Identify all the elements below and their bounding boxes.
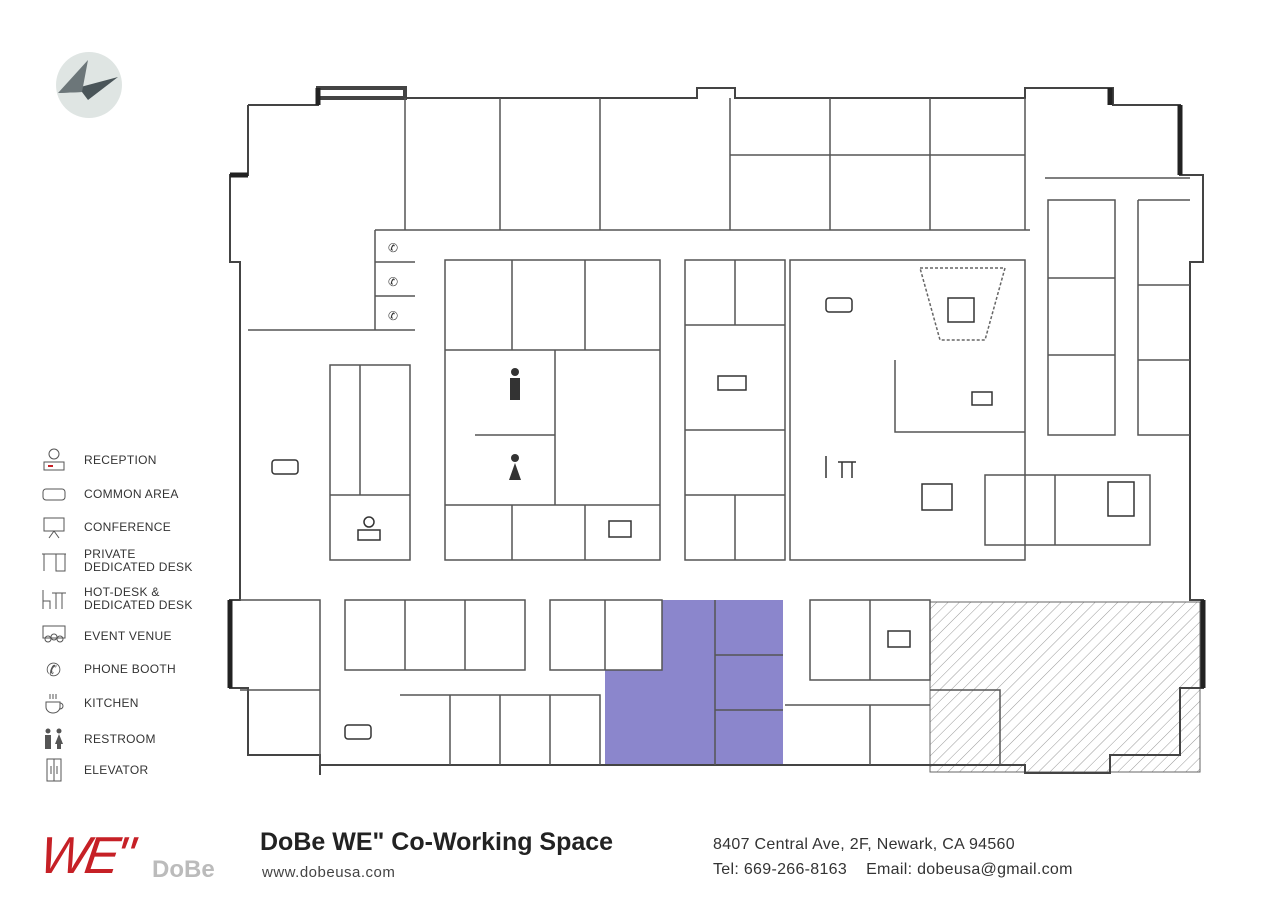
contact-info: Tel: 669-266-8163 Email: dobeusa@gmail.c…: [713, 861, 1073, 878]
legend-label: KITCHEN: [84, 695, 139, 710]
legend-label: PHONE BOOTH: [84, 661, 176, 676]
legend-label: PRIVATE DEDICATED DESK: [84, 547, 193, 574]
highlighted-office[interactable]: [605, 600, 783, 765]
restroom-icon: [45, 728, 63, 749]
dobe-we-logo: WE" DoBe: [36, 826, 240, 886]
common-area-icon: [271, 459, 299, 475]
restroom-icon: [509, 368, 521, 480]
website-link[interactable]: www.dobeusa.com: [262, 864, 396, 881]
legend-item-event-venue: EVENT VENUE: [40, 624, 172, 648]
private-desk-icon: [717, 375, 747, 391]
event-venue-icon: [42, 625, 66, 643]
floor-plan: ✆ ✆ ✆: [56, 52, 1206, 775]
legend-item-hot-desk: HOT-DESK & DEDICATED DESK: [40, 586, 193, 612]
legend-item-kitchen: KITCHEN: [40, 691, 139, 715]
elevator-icon: [46, 758, 62, 782]
conference-icon: [887, 630, 911, 648]
logo-dobe: DoBe: [152, 856, 215, 883]
common-area-icon: [42, 488, 66, 501]
legend-item-conference: CONFERENCE: [40, 515, 171, 539]
phone-icon: ✆: [46, 660, 61, 680]
svg-text:✆: ✆: [388, 241, 398, 255]
svg-text:✆: ✆: [388, 309, 398, 323]
phone-icon: ✆ ✆ ✆: [388, 241, 398, 323]
address: 8407 Central Ave, 2F, Newark, CA 94560: [713, 836, 1015, 853]
reception-icon: [357, 529, 381, 541]
event-venue-icon: [921, 297, 975, 511]
legend-item-elevator: ELEVATOR: [40, 758, 148, 782]
svg-text:✆: ✆: [388, 275, 398, 289]
legend-label: CONFERENCE: [84, 519, 172, 534]
hot-desk-icon: [42, 590, 66, 609]
logo-we: WE": [35, 827, 135, 885]
conference-icon: [608, 520, 632, 538]
kitchen-icon: [45, 694, 64, 714]
plan-icons: ✆ ✆ ✆: [271, 241, 1135, 740]
legend-item-reception: RECEPTION: [40, 448, 157, 472]
common-area-icon: [825, 297, 853, 313]
interior-walls: [240, 98, 1190, 765]
elevator-icon: [1107, 481, 1135, 517]
legend-item-common-area: COMMON AREA: [40, 482, 179, 506]
legend-label: ELEVATOR: [84, 762, 149, 777]
north-compass-icon: [56, 52, 122, 118]
unavailable-area: [929, 601, 1201, 773]
conference-icon: [43, 517, 65, 539]
kitchen-icon: [971, 391, 993, 406]
private-desk-icon: [42, 553, 66, 572]
outer-walls: [227, 86, 1206, 775]
hot-desk-icon: [825, 456, 856, 478]
legend-label: COMMON AREA: [84, 486, 179, 501]
legend-item-private-desk: PRIVATE DEDICATED DESK: [40, 548, 193, 574]
legend-item-restroom: RESTROOM: [40, 727, 156, 751]
legend-item-phone-booth: ✆ PHONE BOOTH: [40, 657, 176, 681]
legend-label: EVENT VENUE: [84, 628, 172, 643]
common-area-icon: [344, 724, 372, 740]
legend-label: HOT-DESK & DEDICATED DESK: [84, 585, 193, 612]
svg-text:✆: ✆: [46, 660, 61, 680]
reception-icon: [43, 448, 65, 471]
legend-label: RECEPTION: [84, 452, 157, 467]
legend-label: RESTROOM: [84, 731, 156, 746]
company-title: DoBe WE" Co-Working Space: [260, 828, 614, 856]
